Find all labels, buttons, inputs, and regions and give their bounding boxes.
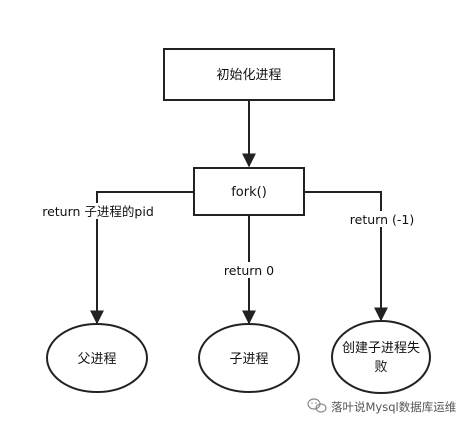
node-parent-label: 父进程 xyxy=(77,352,116,367)
node-child-process: 子进程 xyxy=(198,323,300,393)
node-init-label: 初始化进程 xyxy=(216,68,281,83)
node-fork-label: fork() xyxy=(231,185,267,200)
node-parent-process: 父进程 xyxy=(46,323,148,393)
node-fork: fork() xyxy=(193,167,305,216)
node-fork-failed: 创建子进程失 败 xyxy=(331,320,431,394)
edge-label-parent-pid: return 子进程的pid xyxy=(42,204,154,219)
node-init-process: 初始化进程 xyxy=(163,48,335,101)
node-child-label: 子进程 xyxy=(229,352,268,367)
wechat-icon xyxy=(307,398,327,413)
edge-label-minus-one: return (-1) xyxy=(350,212,414,227)
edge-label-zero: return 0 xyxy=(224,263,274,278)
node-fail-label-line1: 创建子进程失 xyxy=(342,341,420,356)
edge-fork-to-parent xyxy=(90,191,194,325)
watermark: 落叶说Mysql数据库运维 xyxy=(307,398,456,414)
node-fail-label-line2: 败 xyxy=(374,360,387,375)
watermark-text: 落叶说Mysql数据库运维 xyxy=(331,400,456,414)
edge-fork-to-fail xyxy=(304,191,388,322)
